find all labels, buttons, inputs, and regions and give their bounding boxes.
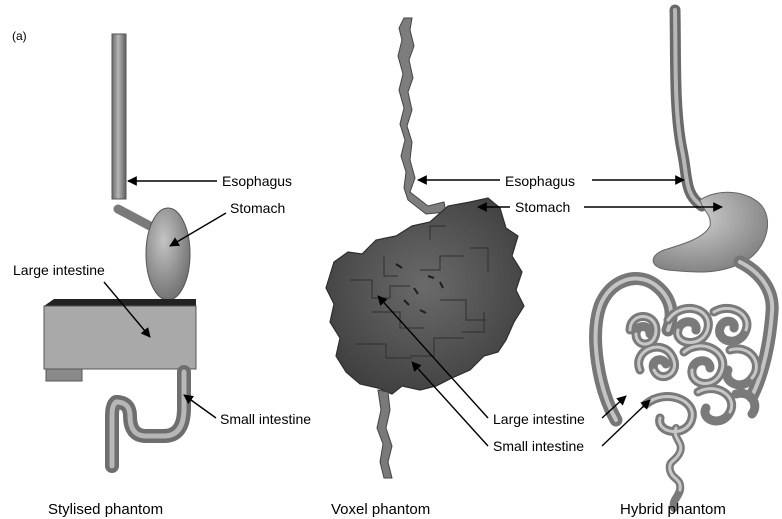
- voxel-stomach-label: Stomach: [515, 199, 570, 215]
- large-intestine-label: Large intestine: [493, 411, 585, 427]
- voxel-esophagus-label: Esophagus: [505, 173, 575, 189]
- caption-hybrid: Hybrid phantom: [620, 501, 726, 518]
- hybrid-small-intestine-shape: [630, 308, 756, 508]
- voxel-rectum-shape: [377, 390, 392, 478]
- panel-tag: (a): [12, 29, 27, 43]
- stylised-esophagus-shape: [112, 34, 126, 199]
- stylised-stomach-shape: [146, 208, 190, 300]
- hybrid-stomach-shape: [653, 192, 767, 272]
- stylised-phantom: Esophagus Stomach Large intestine Small …: [13, 34, 311, 466]
- stylised-small-intestine-label: Small intestine: [220, 411, 311, 427]
- voxel-esophagus-shape: [398, 18, 446, 214]
- voxel-gi-tract-shape: [326, 198, 524, 394]
- small-intestine-label: Small intestine: [493, 438, 584, 454]
- stylised-rectum-shape: [46, 369, 82, 381]
- caption-stylised: Stylised phantom: [48, 501, 163, 518]
- voxel-phantom: Esophagus Stomach Large intestine Small …: [326, 18, 585, 478]
- stylised-small-intestine-shape: [112, 372, 184, 466]
- caption-voxel: Voxel phantom: [331, 501, 430, 518]
- stylised-large-intestine-label: Large intestine: [13, 262, 105, 278]
- hybrid-esophagus-shape: [675, 10, 702, 206]
- stylised-large-intestine-shape: [44, 306, 196, 369]
- stylised-esophagus-label: Esophagus: [222, 173, 292, 189]
- hybrid-phantom: [584, 10, 772, 508]
- stylised-stomach-label: Stomach: [230, 200, 285, 216]
- stylised-cardia-shape: [118, 209, 150, 226]
